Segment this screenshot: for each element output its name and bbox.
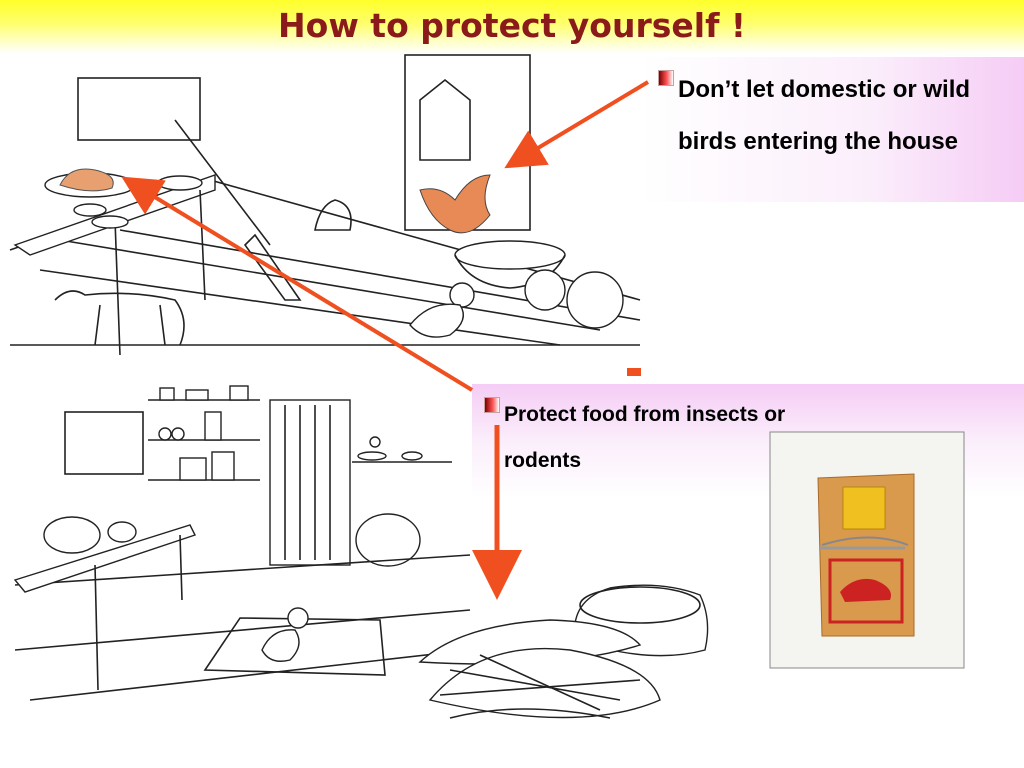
title-bar (0, 0, 1024, 54)
bullet-square-icon (658, 70, 674, 86)
covered-food-dishes-icon (418, 584, 709, 719)
arrow-to-bird (504, 80, 650, 169)
mousetrap-photo-icon (769, 431, 965, 669)
kitchen-scene-top-icon (9, 54, 641, 356)
bullet-text-food-line2: rodents (504, 449, 582, 472)
arrow-to-table-food (121, 176, 474, 392)
slide-title: How to protect yourself ! (278, 6, 746, 45)
small-marker (627, 368, 641, 376)
bullet-text-food: Protect food from insects or rodents (504, 392, 924, 484)
bullet-square-icon (484, 397, 500, 413)
bullet-text-food-line1: Protect food from insects or (504, 403, 786, 426)
kitchen-scene-bottom-icon (13, 385, 471, 701)
bullet-box-birds (642, 57, 1024, 202)
bullet-text-birds: Don’t let domestic or wild birds enterin… (678, 76, 971, 155)
